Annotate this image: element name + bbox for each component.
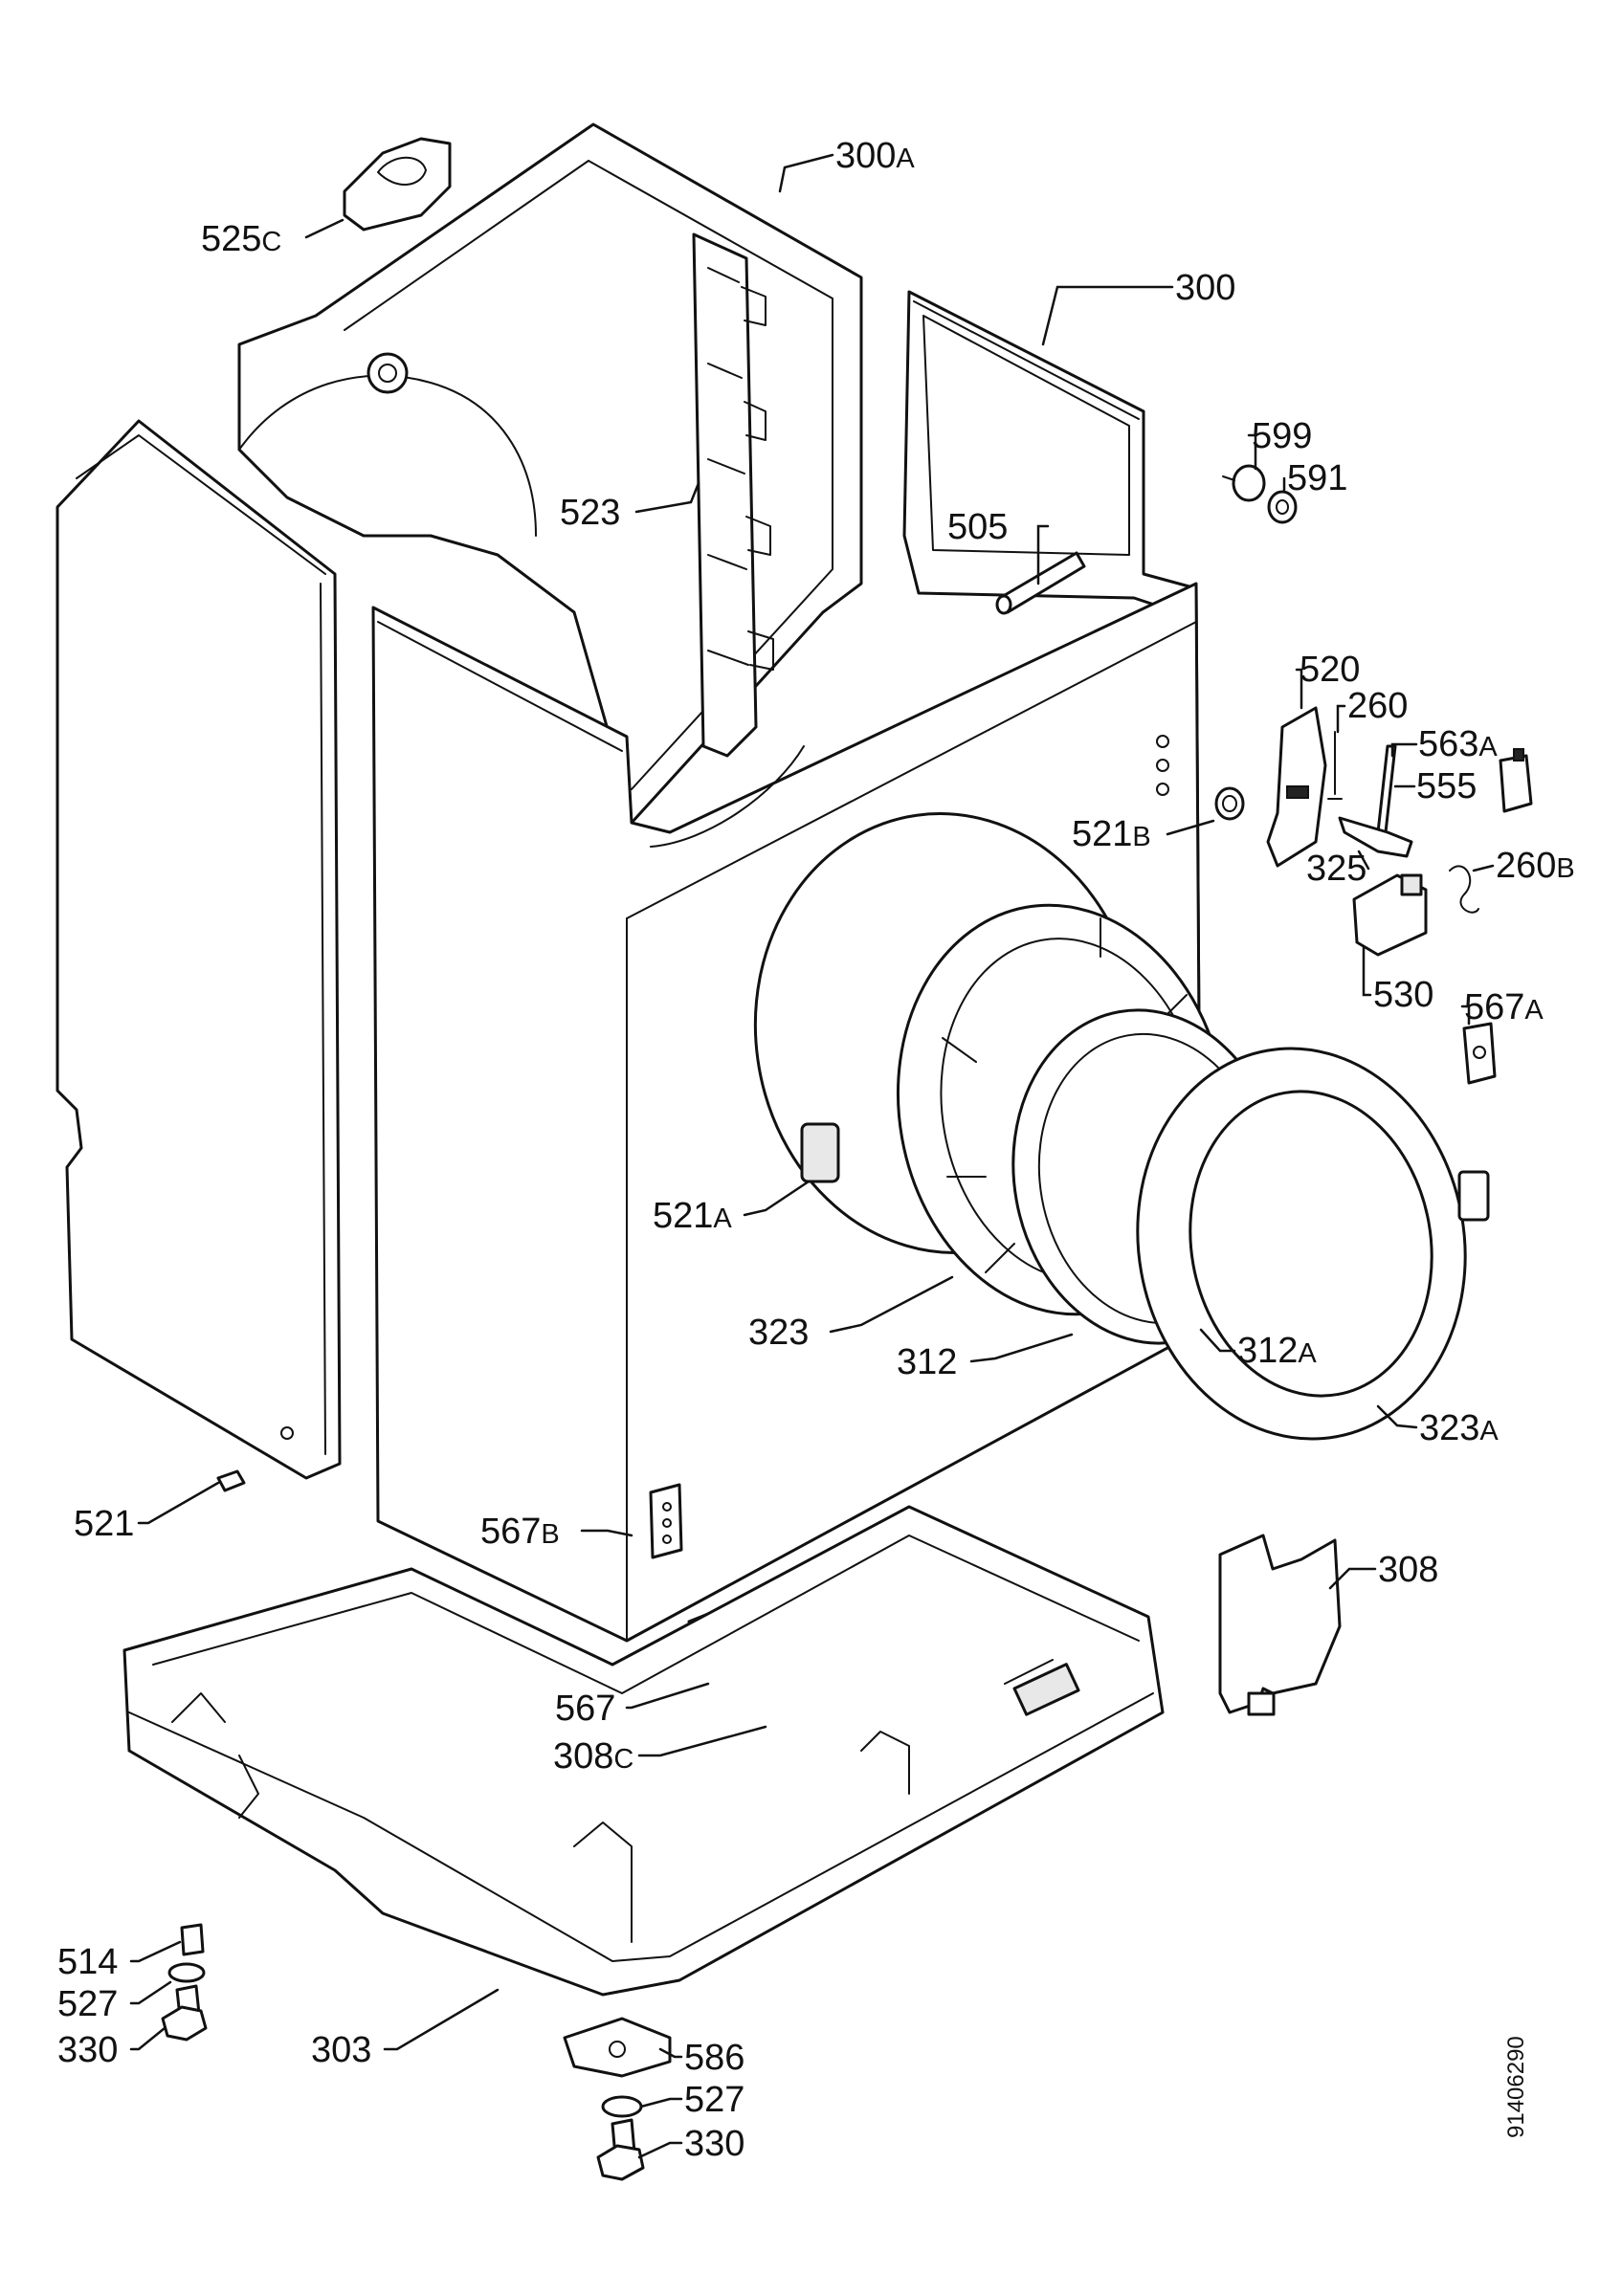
screw-514 [180,1923,205,1956]
foot-330-right [596,2118,645,2181]
callout-525c: 525C [201,219,281,259]
screw-521 [216,1469,246,1492]
callout-555: 555 [1416,766,1477,806]
callout-591: 591 [1287,458,1347,498]
callout-303: 303 [311,2030,371,2070]
callout-567b: 567B [480,1512,560,1552]
callout-523: 523 [560,493,620,533]
left-side-panel [56,419,342,1480]
callout-567a: 567A [1464,987,1544,1027]
callout-308c: 308C [553,1736,633,1777]
plate-567b [649,1483,683,1559]
callout-599: 599 [1252,416,1312,456]
latch-555 [1499,748,1533,813]
door-lock-520 [1266,706,1327,868]
leader-lines [129,153,1495,2159]
callout-260: 260 [1347,686,1408,726]
callout-312a: 312A [1237,1331,1317,1371]
callout-505: 505 [947,507,1008,547]
callout-323a: 323A [1419,1408,1499,1448]
callout-labels: 300A 300 525C 523 599 591 505 520 260 56… [57,136,1575,2164]
spring-260b [1449,865,1479,914]
callout-300a: 300A [835,136,915,176]
plate-567a [1462,1022,1497,1085]
washer-591 [1267,490,1298,524]
control-panel-bracket-523 [692,232,774,758]
callout-330-left: 330 [57,2030,118,2070]
spring-260 [1327,731,1343,800]
lever-325 [1338,816,1413,858]
callout-563a: 563A [1418,724,1498,764]
washer-527-right [601,2095,643,2118]
document-number: 91406290 [1503,2036,1529,2138]
clip-525c [343,137,452,232]
grommet-521b [1214,786,1245,821]
callout-586: 586 [684,2038,744,2078]
callout-521a: 521A [653,1196,732,1236]
callout-521b: 521B [1072,814,1151,854]
callout-527-left: 527 [57,1984,118,2024]
callout-308: 308 [1378,1550,1438,1590]
callout-300: 300 [1175,268,1235,308]
pin-563a [1376,744,1397,834]
base-frame-303 [122,1505,1165,1997]
callout-520: 520 [1300,650,1360,690]
callout-323: 323 [748,1313,809,1353]
door-ring-323a [1136,1047,1490,1441]
callout-521: 521 [74,1504,134,1544]
hinge-bracket-308 [1218,1534,1342,1716]
hinge-530 [1352,873,1428,957]
washer-527-left [167,1962,206,1983]
foot-mount-586 [563,2017,672,2078]
callout-514: 514 [57,1942,118,1982]
foot-330-left [161,1984,208,2042]
callout-330-right: 330 [684,2124,744,2164]
callout-530: 530 [1373,975,1433,1015]
callout-567: 567 [555,1689,615,1729]
callout-527-right: 527 [684,2080,744,2120]
callout-325: 325 [1306,849,1366,889]
foot-599 [1222,464,1266,502]
rod-505 [995,551,1086,615]
callout-260b: 260B [1496,846,1575,886]
callout-312: 312 [897,1342,957,1382]
